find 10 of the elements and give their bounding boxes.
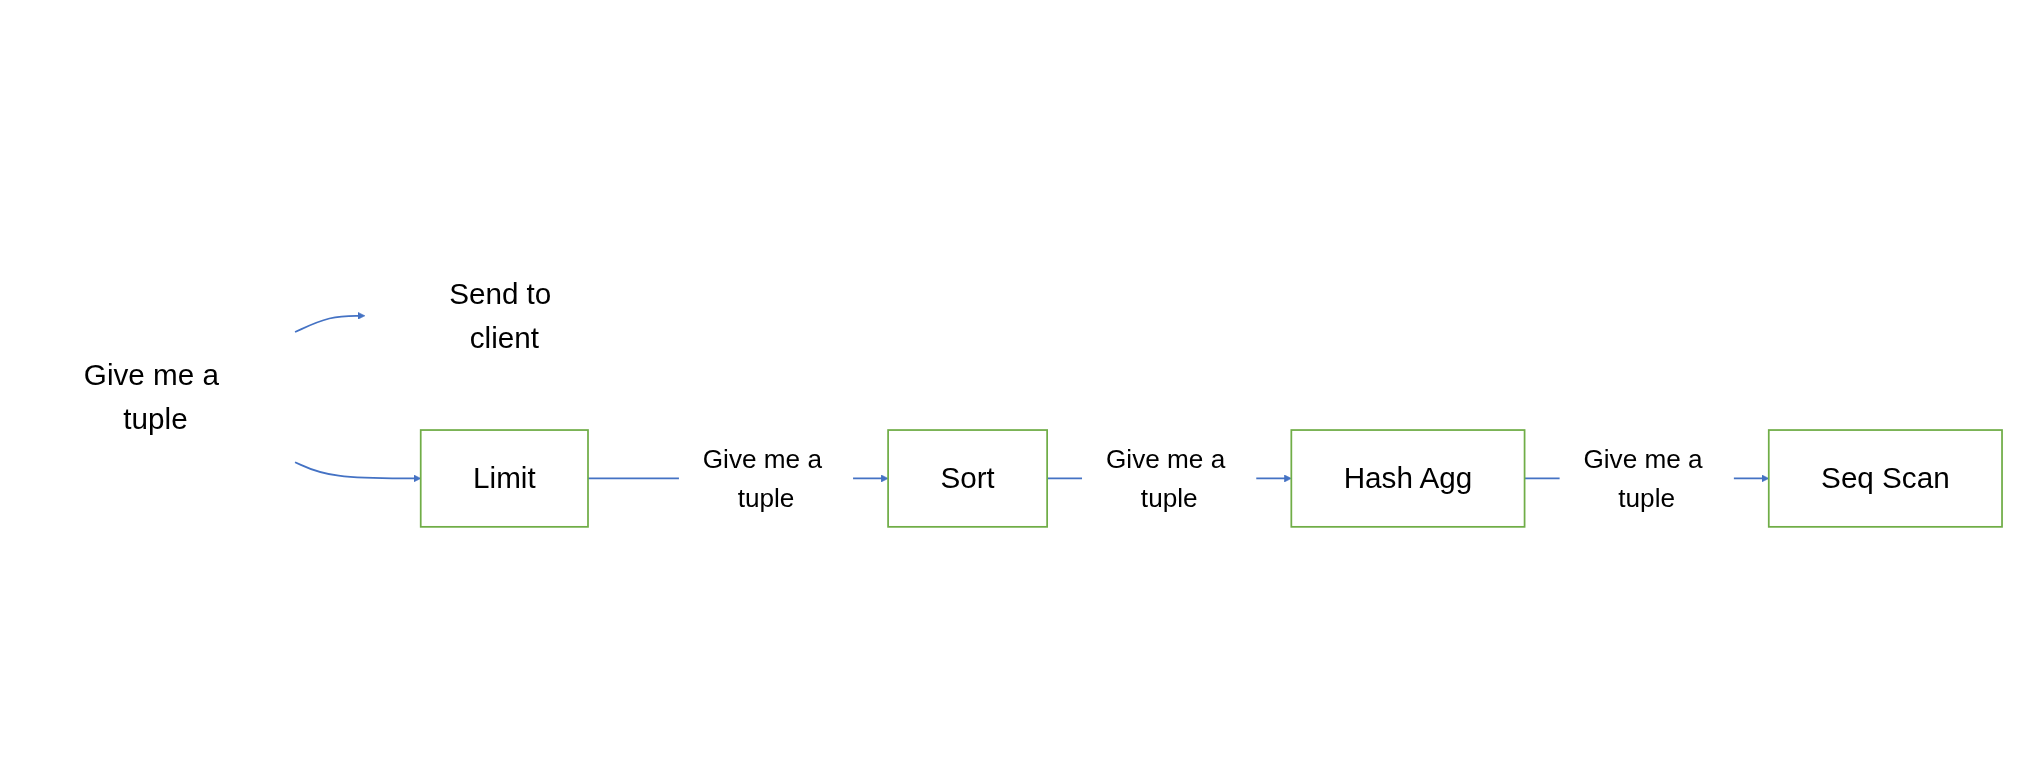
node-box: Seq Scan <box>1767 429 2003 528</box>
node-box: Hash Agg <box>1290 429 1526 528</box>
arrow <box>294 311 366 333</box>
edge-label: Give me a tuple <box>1105 444 1226 513</box>
edge-label: Give me a tuple <box>702 444 822 513</box>
edge-label: Give me a tuple <box>1583 444 1703 513</box>
node-box: Sort <box>887 429 1048 528</box>
node-text: Send to client <box>449 276 552 355</box>
node-box: Limit <box>419 429 589 528</box>
node-text: Give me a tuple <box>83 357 219 436</box>
